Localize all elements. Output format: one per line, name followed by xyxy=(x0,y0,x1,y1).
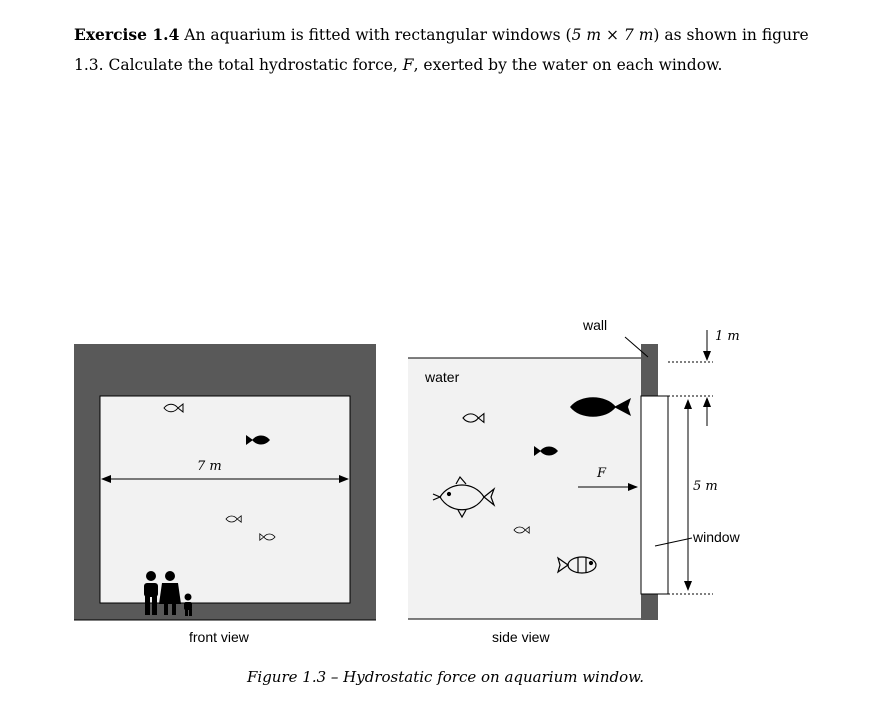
problem-statement: Exercise 1.4 An aquarium is fitted with … xyxy=(74,20,814,80)
side-view: water wall F xyxy=(408,317,741,645)
water-label: water xyxy=(424,369,460,385)
side-water xyxy=(408,358,641,619)
window-dimensions: 5 m × 7 m xyxy=(571,26,654,44)
front-window xyxy=(99,395,351,604)
side-view-label: side view xyxy=(492,629,550,645)
fish-icon xyxy=(570,397,631,417)
window-label: window xyxy=(692,529,741,545)
force-label: F xyxy=(596,466,607,481)
wall-pointer-line xyxy=(624,336,649,358)
figure-caption: Figure 1.3 – Hydrostatic force on aquari… xyxy=(246,668,644,686)
problem-text-2: ) as shown in figure 1.3. Calculate the … xyxy=(74,26,809,74)
people-icon xyxy=(144,571,192,616)
problem-text-1: An aquarium is fitted with rectangular w… xyxy=(179,26,572,44)
fish-icon xyxy=(432,475,496,519)
wall-label: wall xyxy=(582,317,607,333)
force-symbol: F xyxy=(402,56,414,74)
side-window xyxy=(640,395,669,595)
top-gap-label: 1 m xyxy=(715,329,740,344)
window-pointer-line xyxy=(654,537,693,547)
window-height-label: 5 m xyxy=(693,479,718,494)
front-view: 7 m front view xyxy=(74,344,376,645)
fish-icon xyxy=(556,556,597,574)
exercise-label: Exercise 1.4 xyxy=(74,25,180,44)
problem-text-3: , exerted by the water on each window. xyxy=(413,56,723,74)
front-view-label: front view xyxy=(189,629,250,645)
width-label: 7 m xyxy=(197,459,222,474)
